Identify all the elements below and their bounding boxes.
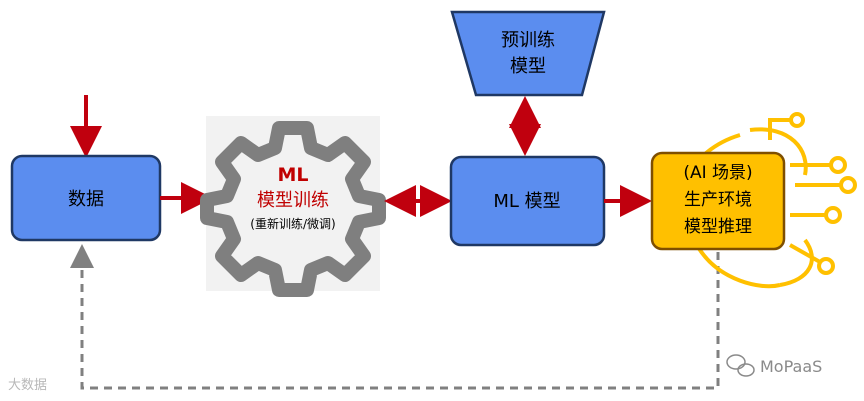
- wechat-icon: [726, 354, 755, 377]
- ml-model-node: ML 模型: [449, 155, 606, 247]
- inference-node: (AI 场景) 生产环境 模型推理: [650, 151, 786, 251]
- data-node: 数据: [10, 154, 162, 242]
- data-node-label: 数据: [68, 189, 104, 210]
- feedback-loop-line: [70, 244, 720, 390]
- training-node: ML 模型训练 (重新训练/微调): [200, 116, 386, 297]
- training-title: ML: [277, 164, 308, 186]
- ml-model-label: ML 模型: [493, 191, 560, 212]
- inference-line2: 生产环境: [684, 190, 752, 210]
- training-note: (重新训练/微调): [250, 216, 335, 231]
- pretrained-line1: 预训练: [501, 30, 555, 51]
- gear-icon: [200, 121, 386, 297]
- watermark-right: MoPaaS: [760, 357, 823, 376]
- training-subtitle: 模型训练: [257, 190, 329, 211]
- ai-brain-circuit-icon: [679, 112, 857, 289]
- inference-line3: 模型推理: [684, 217, 752, 237]
- inference-line1: (AI 场景): [683, 163, 752, 183]
- pretrained-line2: 模型: [510, 56, 546, 77]
- watermark-left: 大数据: [8, 378, 48, 393]
- pretrained-model-node: 预训练 模型: [450, 10, 606, 97]
